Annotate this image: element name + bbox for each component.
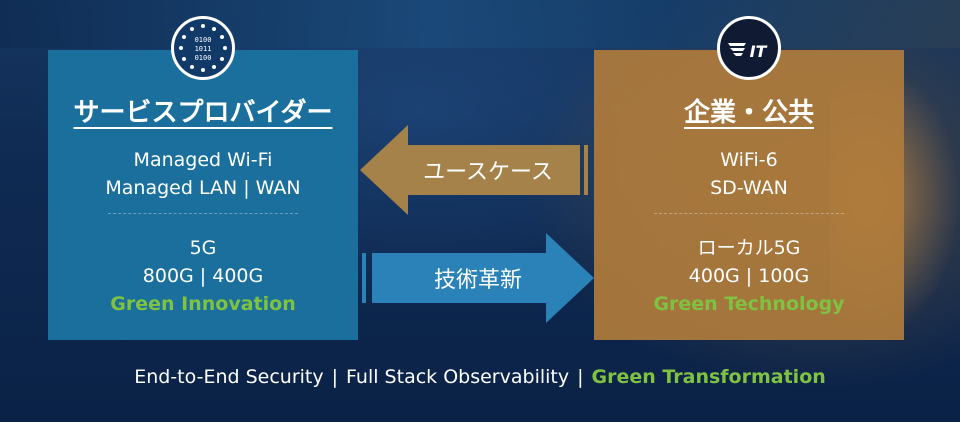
binary-digits-3: 0100 xyxy=(195,54,212,62)
panel-divider xyxy=(108,213,298,214)
footer-separator: | xyxy=(331,366,339,388)
enterprise-title: 企業・公共 xyxy=(683,98,814,128)
enterprise-green: Green Technology xyxy=(653,293,845,315)
panel-divider xyxy=(654,213,844,214)
enterprise-tech: ローカル5G 400G | 100G Green Technology xyxy=(594,234,904,318)
footer-item-security: End-to-End Security xyxy=(134,366,324,388)
enterprise-feature-2: SD-WAN xyxy=(710,177,788,199)
winged-it-logo-icon: IT xyxy=(717,16,781,80)
service-provider-feature-1: Managed Wi-Fi xyxy=(133,149,273,171)
footer-tagline: End-to-End Security | Full Stack Observabi… xyxy=(0,366,960,388)
innovation-label: 技術革新 xyxy=(433,268,522,293)
service-provider-tech: 5G 800G | 400G Green Innovation xyxy=(48,234,358,318)
service-provider-green: Green Innovation xyxy=(110,293,296,315)
innovation-arrow xyxy=(362,233,594,323)
binary-digits-1: 0100 xyxy=(195,36,212,44)
service-provider-features: Managed Wi-Fi Managed LAN | WAN xyxy=(48,146,358,202)
enterprise-tech-1: ローカル5G xyxy=(697,237,801,259)
footer-item-green: Green Transformation xyxy=(591,366,826,388)
enterprise-tech-2: 400G | 100G xyxy=(688,265,810,287)
binary-data-icon: 0100 1011 0100 xyxy=(171,16,235,80)
service-provider-feature-2: Managed LAN | WAN xyxy=(105,177,301,199)
enterprise-panel: 企業・公共 WiFi-6 SD-WAN ローカル5G 400G | 100G G… xyxy=(594,50,904,340)
service-provider-tech-1: 5G xyxy=(189,237,217,259)
logo-text: IT xyxy=(750,42,768,61)
enterprise-feature-1: WiFi-6 xyxy=(720,149,778,171)
binary-digits-2: 1011 xyxy=(195,45,212,53)
footer-item-observability: Full Stack Observability xyxy=(346,366,570,388)
service-provider-panel: サービスプロバイダー Managed Wi-Fi Managed LAN | W… xyxy=(48,50,358,340)
use-case-arrow xyxy=(360,125,588,215)
top-band xyxy=(0,0,960,48)
service-provider-tech-2: 800G | 400G xyxy=(142,265,264,287)
footer-separator: | xyxy=(577,366,584,388)
use-case-label: ユースケース xyxy=(423,160,553,185)
service-provider-title: サービスプロバイダー xyxy=(73,98,333,128)
enterprise-features: WiFi-6 SD-WAN xyxy=(594,146,904,202)
